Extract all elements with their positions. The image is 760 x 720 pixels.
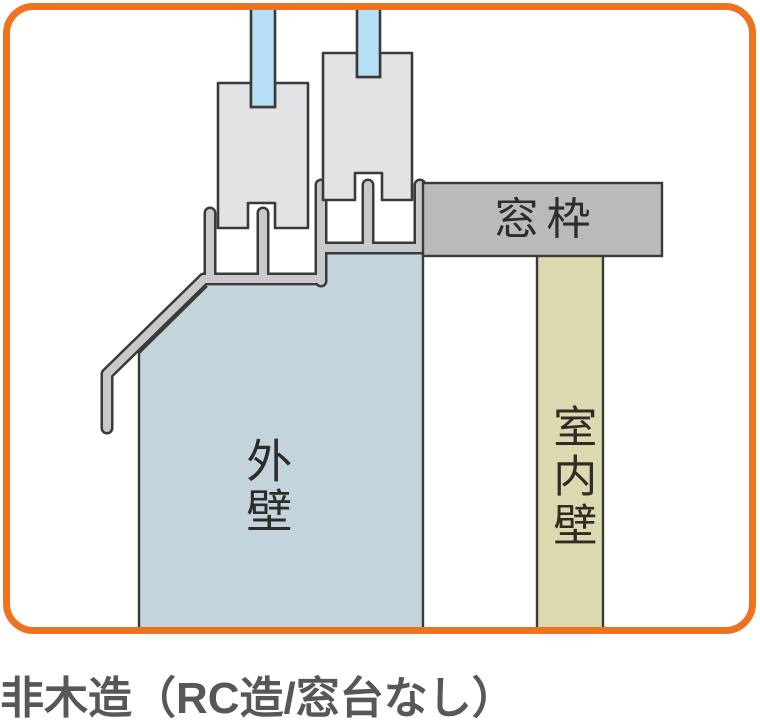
interior-wall-shape (537, 255, 603, 629)
inner-glass-pane (355, 4, 382, 79)
window-sill-cross-section-diagram (3, 3, 756, 634)
exterior-wall-shape (139, 254, 423, 629)
outer-glass-pane (249, 4, 277, 109)
exterior-wall-outline (137, 255, 425, 629)
flashing-drip (103, 275, 208, 432)
card-border (3, 3, 756, 634)
window-frame-block (421, 181, 664, 258)
interior-wall-outline (535, 256, 605, 629)
caption: 非木造（RC造/窓台なし） (0, 674, 516, 720)
sill-frame-profile (103, 181, 434, 432)
